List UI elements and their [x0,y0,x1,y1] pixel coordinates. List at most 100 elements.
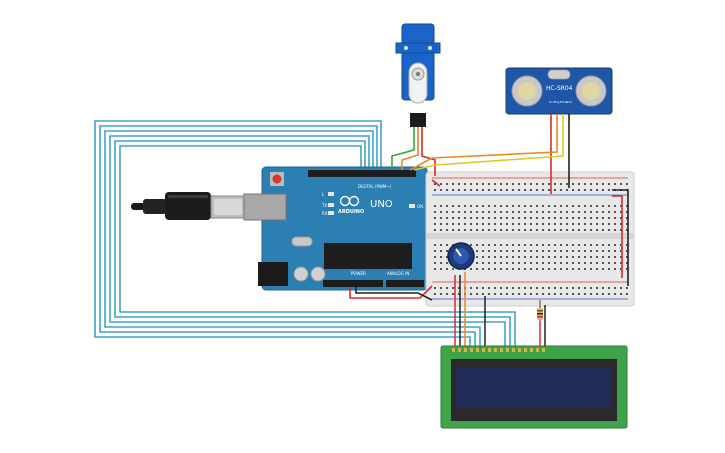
breadboard-hole [512,205,514,207]
breadboard-hole [596,189,598,191]
lcd-pin [452,348,455,352]
breadboard-hole [434,205,436,207]
sensor-model-label: HC-SR04 [546,85,573,92]
breadboard-hole [500,244,502,246]
breadboard-hole [524,229,526,231]
breadboard-hole [524,256,526,258]
breadboard-hole [530,262,532,264]
breadboard-hole [626,183,628,185]
lcd-pin [464,348,467,352]
breadboard-hole [548,287,550,289]
breadboard-hole [542,250,544,252]
breadboard-hole [572,268,574,270]
breadboard-hole [626,223,628,225]
reset-button-icon[interactable] [272,174,282,184]
sensor-pin-gnd: Gnd [566,100,572,104]
breadboard-hole [560,256,562,258]
breadboard-hole [524,211,526,213]
breadboard-hole [518,217,520,219]
lcd-screen [456,368,612,408]
breadboard-hole [560,250,562,252]
breadboard-hole [470,244,472,246]
breadboard-hole [524,244,526,246]
breadboard-hole [506,293,508,295]
lcd-pin [530,348,533,352]
breadboard-hole [566,287,568,289]
sensor-pin-vcc: Vcc [549,100,555,104]
breadboard-hole [464,205,466,207]
resistor-icon[interactable] [537,300,543,322]
breadboard-hole [584,205,586,207]
breadboard-hole [536,287,538,289]
lcd-pin [506,348,509,352]
breadboard-hole [554,287,556,289]
breadboard-hole [572,229,574,231]
breadboard-hole [440,183,442,185]
breadboard-hole [530,256,532,258]
breadboard-hole [566,205,568,207]
breadboard-hole [560,189,562,191]
lcd-16x2-display[interactable] [440,345,628,429]
breadboard-hole [590,268,592,270]
breadboard-hole [512,217,514,219]
breadboard-hole [590,229,592,231]
breadboard-hole [584,183,586,185]
breadboard-hole [470,229,472,231]
breadboard-hole [494,223,496,225]
breadboard-hole [524,183,526,185]
breadboard-hole [470,287,472,289]
breadboard-hole [518,268,520,270]
lcd-wire-bundle [94,120,516,350]
breadboard-hole [584,256,586,258]
hc-sr04-sensor[interactable]: HC-SR04 Vcc Trig Echo Gnd [505,67,613,115]
breadboard-hole [482,287,484,289]
breadboard-hole [530,217,532,219]
breadboard-hole [452,205,454,207]
breadboard-hole [518,211,520,213]
breadboard-hole [482,250,484,252]
breadboard-hole [458,293,460,295]
breadboard-hole [620,268,622,270]
breadboard-hole [446,189,448,191]
breadboard-hole [470,217,472,219]
lcd-pin [518,348,521,352]
breadboard-hole [488,250,490,252]
breadboard-hole [488,205,490,207]
breadboard[interactable] [425,171,635,307]
breadboard-hole [566,183,568,185]
breadboard-hole [620,211,622,213]
breadboard-hole [566,268,568,270]
breadboard-hole [596,244,598,246]
breadboard-hole [560,217,562,219]
arduino-uno-board[interactable]: L TX RX ON ARDUINO UNO DIGITAL (PWM~) PO… [243,166,428,291]
breadboard-hole [578,223,580,225]
potentiometer-icon[interactable] [447,242,475,270]
breadboard-hole [608,189,610,191]
analog-label: ANALOG IN [387,271,409,276]
breadboard-hole [536,211,538,213]
breadboard-hole [506,223,508,225]
breadboard-hole [584,229,586,231]
breadboard-hole [626,229,628,231]
servo-motor[interactable] [395,23,441,127]
breadboard-hole [560,211,562,213]
arduino-brand: ARDUINO [338,209,364,215]
breadboard-hole [584,250,586,252]
breadboard-hole [506,262,508,264]
breadboard-hole [512,268,514,270]
breadboard-hole [440,268,442,270]
breadboard-center-gap [426,233,634,239]
breadboard-hole [476,229,478,231]
breadboard-hole [566,229,568,231]
breadboard-hole [620,223,622,225]
atmega-chip [324,243,412,269]
breadboard-hole [620,293,622,295]
breadboard-hole [608,250,610,252]
breadboard-hole [602,189,604,191]
breadboard-hole [566,293,568,295]
breadboard-hole [572,223,574,225]
breadboard-hole [590,183,592,185]
breadboard-hole [614,250,616,252]
breadboard-hole [476,262,478,264]
breadboard-hole [608,268,610,270]
